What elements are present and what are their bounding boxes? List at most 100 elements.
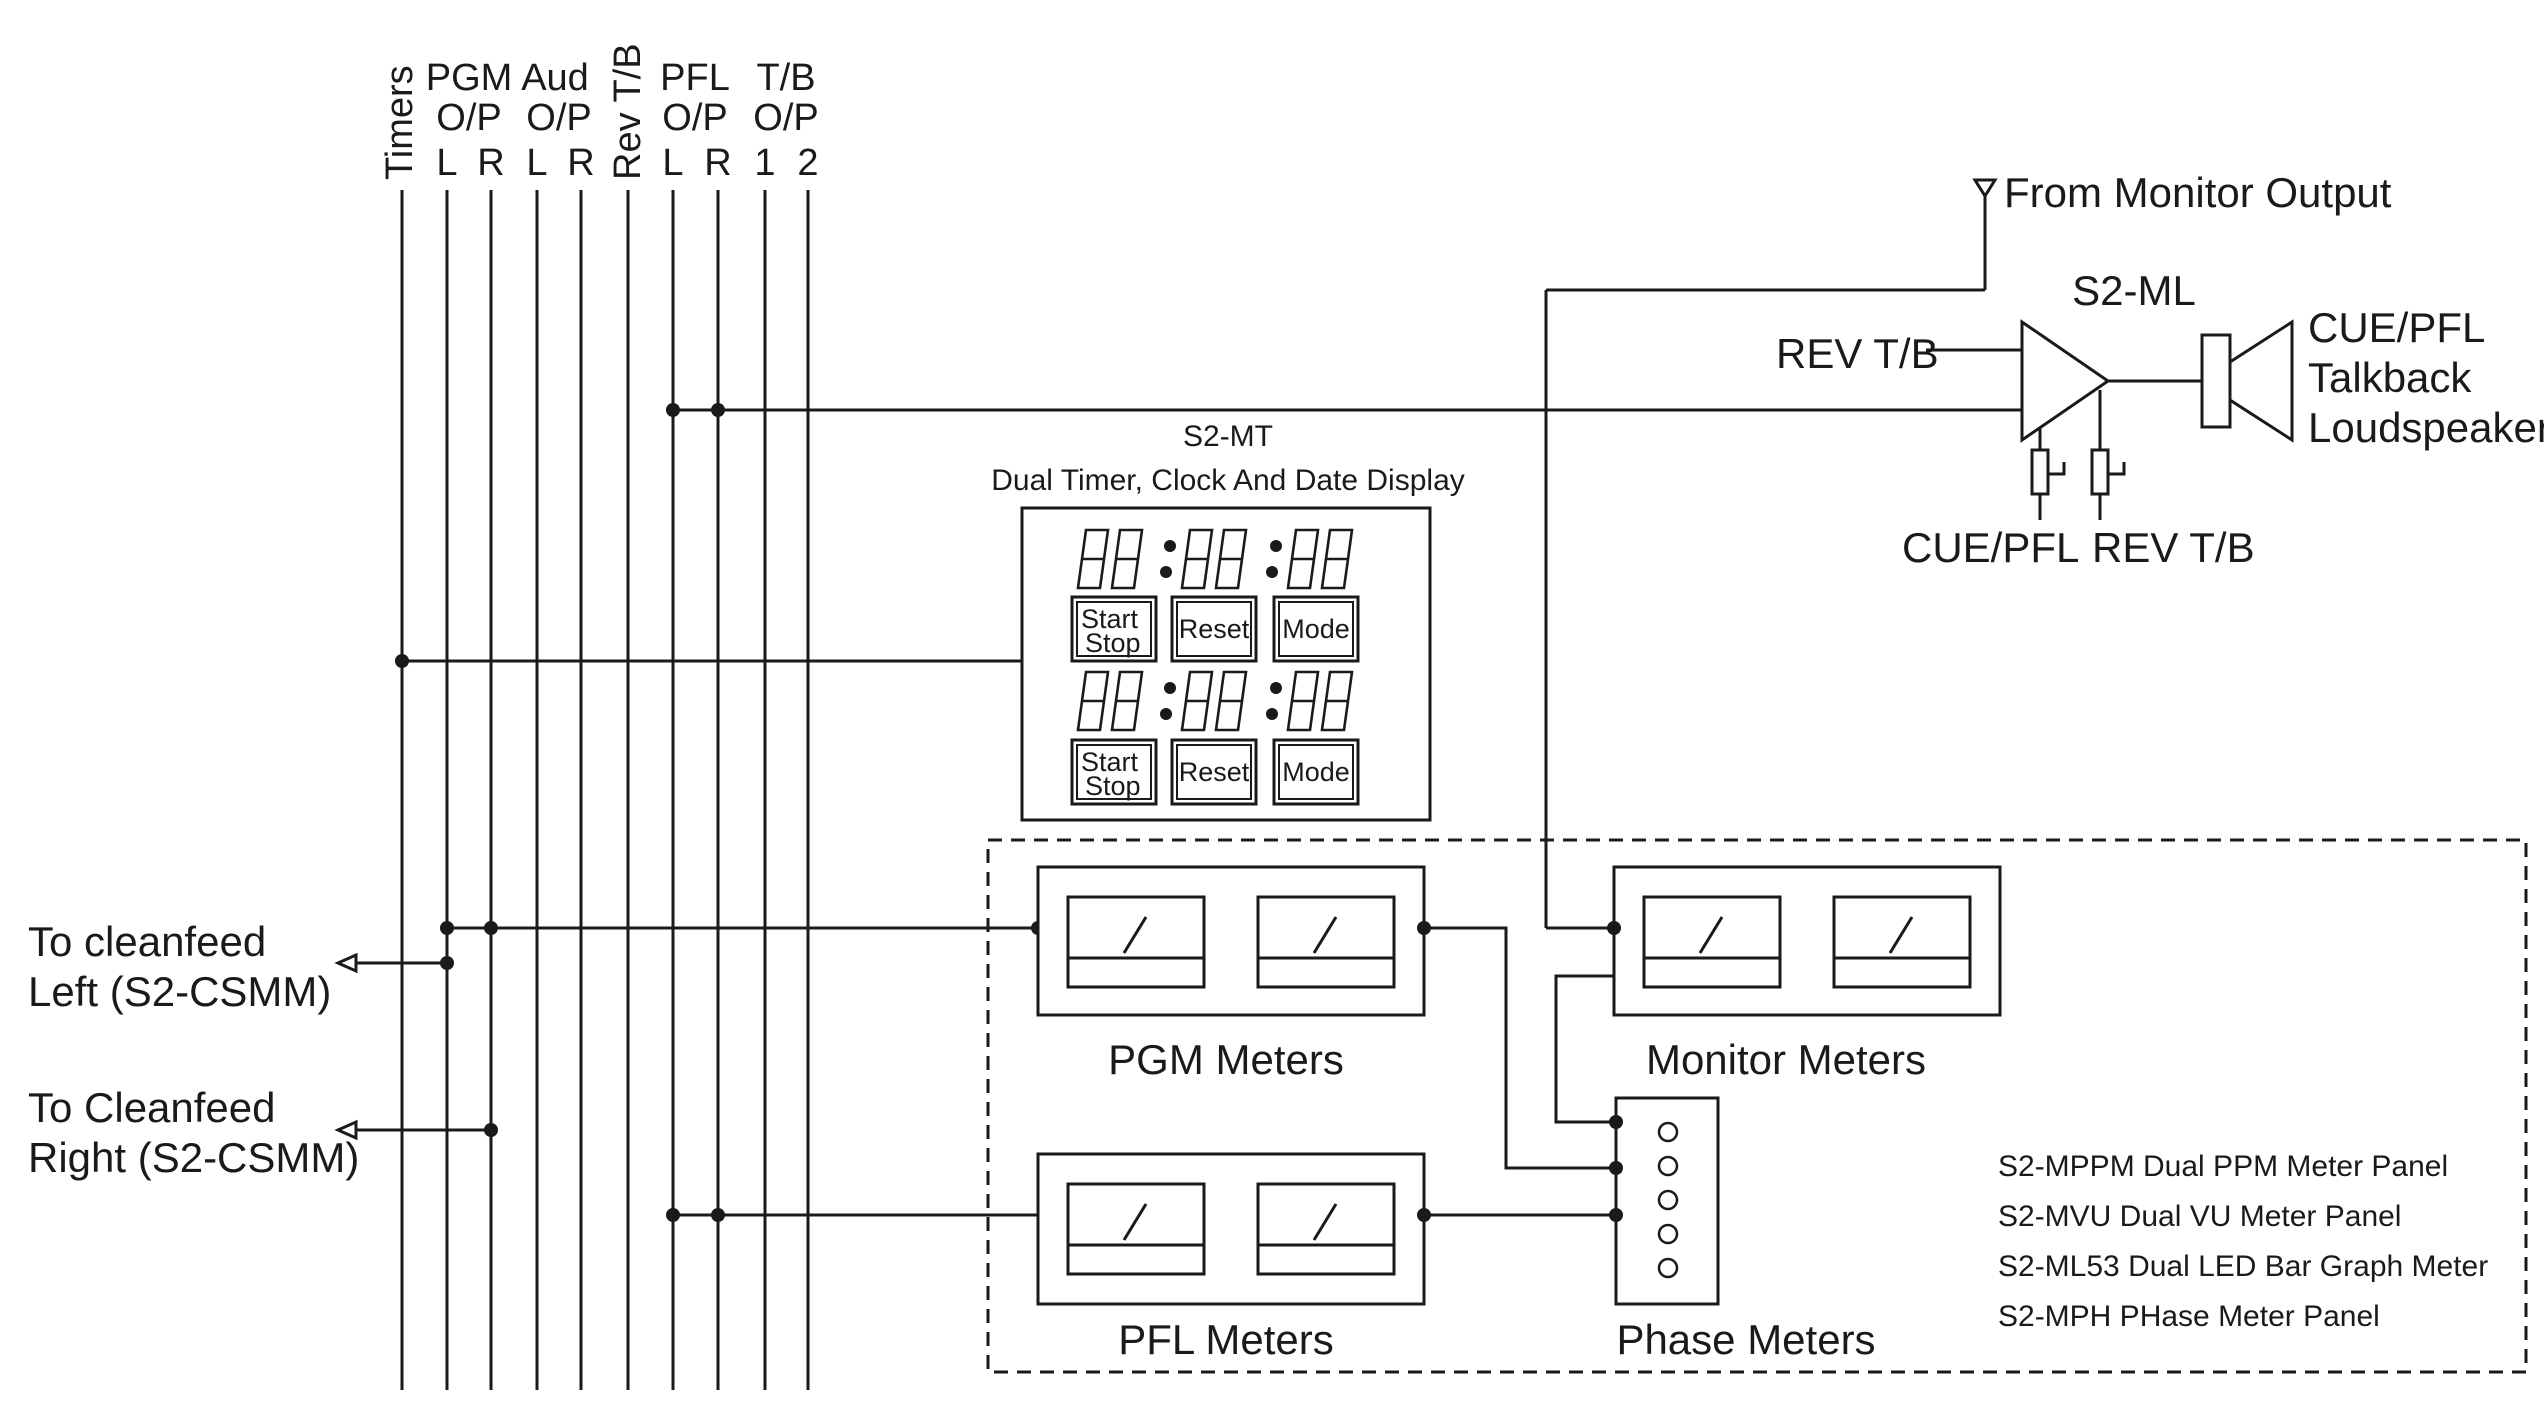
timer-display-1 (1076, 528, 1354, 590)
bus-headers: Timers PGM O/P L R Aud O/P L R Rev T/B P… (379, 43, 819, 184)
meter-face (1256, 895, 1396, 989)
start-stop-button[interactable] (1070, 738, 1158, 806)
cue-pfl-pot-icon (2030, 448, 2050, 496)
header-tb-2: 2 (797, 142, 818, 184)
meter-face (1256, 1182, 1396, 1276)
speaker-label-line2: Talkback (2308, 354, 2472, 401)
colon-dot (1160, 566, 1172, 578)
header-aud-op: O/P (526, 97, 591, 139)
header-aud: Aud (521, 57, 589, 99)
pgm-to-phase-wire (1424, 926, 1616, 1170)
phase-led-icon (1657, 1257, 1679, 1279)
digit-outline (1110, 528, 1144, 590)
header-tb-1: 1 (754, 142, 775, 184)
timer-panel: S2-MT Dual Timer, Clock And Date Display… (395, 420, 1465, 822)
digit-outline (1076, 528, 1110, 590)
digit-outline (1180, 670, 1214, 732)
reset-label: Reset (1179, 614, 1250, 644)
digit-outline (1076, 670, 1110, 732)
phase-led-icon (1657, 1121, 1679, 1143)
meters-dashed-enclosure (986, 838, 2528, 1374)
pgm-meters: PGM Meters (440, 865, 1431, 1083)
reset-label: Reset (1179, 757, 1250, 787)
junction-dot (395, 654, 409, 668)
digit-outline (1320, 670, 1354, 732)
header-pgm: PGM (426, 57, 513, 99)
digit-outline (1214, 528, 1248, 590)
button-inner-frame (1176, 601, 1252, 657)
junction-dot (484, 1123, 498, 1137)
rev-tb-input-label: REV T/B (1776, 330, 1939, 377)
cleanfeed-right-line1: To Cleanfeed (28, 1084, 276, 1131)
mode-label: Mode (1282, 757, 1350, 787)
colon-dot (1270, 540, 1282, 552)
monitor-meters-label: Monitor Meters (1646, 1036, 1926, 1083)
phase-meters-label: Phase Meters (1616, 1316, 1875, 1363)
header-timers: Timers (379, 65, 421, 180)
from-monitor-output-label: From Monitor Output (2004, 169, 2392, 216)
header-pfl-l: L (662, 142, 683, 184)
junction-dot (711, 403, 725, 417)
meter-face (1642, 895, 1782, 989)
digit-outline (1214, 670, 1248, 732)
input-connector-icon (1972, 178, 1998, 199)
legend-item: S2-MPPM Dual PPM Meter Panel (1998, 1150, 2448, 1183)
button-inner-frame (1076, 601, 1152, 657)
button-inner-frame (1076, 744, 1152, 800)
meter-face (1832, 895, 1972, 989)
cleanfeed-right-line2: Right (S2-CSMM) (28, 1134, 359, 1181)
mode-label: Mode (1282, 614, 1350, 644)
mode-button[interactable] (1272, 595, 1360, 663)
header-aud-l: L (526, 142, 547, 184)
header-pfl: PFL (660, 57, 730, 99)
phase-meters: Phase Meters (1424, 926, 1876, 1363)
junction-dot (666, 1208, 680, 1222)
junction-dot (1609, 1161, 1623, 1175)
colon-dot (1266, 566, 1278, 578)
colon-dot (1164, 682, 1176, 694)
cleanfeed-left-line1: To cleanfeed (28, 918, 266, 965)
speaker-magnet (2200, 333, 2232, 429)
meter-needle-icon (1312, 916, 1338, 954)
phase-led-icon (1657, 1189, 1679, 1211)
start-label: Start (1081, 604, 1139, 634)
meter-face (1066, 895, 1206, 989)
reset-button[interactable] (1170, 595, 1258, 663)
cleanfeed-right-arrow-icon (334, 1119, 358, 1141)
loudspeaker-chain: From Monitor Output S2-ML REV T/B CUE/PF… (1544, 169, 2544, 928)
meter-needle-icon (1698, 916, 1724, 954)
amplifier-icon (2020, 319, 2111, 443)
rev-tb-pot-icon (2090, 448, 2110, 496)
button-inner-frame (1278, 601, 1354, 657)
header-rev-tb: Rev T/B (607, 43, 649, 180)
reset-button[interactable] (1170, 738, 1258, 806)
mode-button[interactable] (1272, 738, 1360, 806)
timer-display-2 (1076, 670, 1354, 732)
cleanfeed-left-line2: Left (S2-CSMM) (28, 968, 331, 1015)
digit-outline (1110, 670, 1144, 732)
header-tb-op: O/P (753, 97, 818, 139)
meter-needle-icon (1312, 1203, 1338, 1241)
colon-dot (1270, 682, 1282, 694)
start-stop-button[interactable] (1070, 595, 1158, 663)
header-pfl-op: O/P (662, 97, 727, 139)
junction-dot (440, 956, 454, 970)
header-pgm-op: O/P (436, 97, 501, 139)
timer-row-2-buttons: Start Stop Reset Mode (1070, 738, 1360, 806)
cleanfeed-outputs: To cleanfeed Left (S2-CSMM) To Cleanfeed… (28, 918, 498, 1181)
bus-bars (400, 190, 810, 1390)
pgm-meters-label: PGM Meters (1108, 1036, 1344, 1083)
pfl-meters: PFL Meters (666, 1152, 1431, 1363)
speaker-label-line3: Loudspeaker (2308, 404, 2544, 451)
meter-legend: S2-MPPM Dual PPM Meter Panel S2-MVU Dual… (1998, 1150, 2488, 1333)
digit-outline (1320, 528, 1354, 590)
colon-dot (1266, 708, 1278, 720)
monitor-meters: Monitor Meters (1546, 865, 2002, 1083)
phase-led-icon (1657, 1223, 1679, 1245)
junction-dot (666, 403, 680, 417)
timer-row-1-buttons: Start Stop Reset Mode (1070, 595, 1360, 663)
timer-panel-subtitle: Dual Timer, Clock And Date Display (991, 464, 1465, 497)
junction-dot (1607, 921, 1621, 935)
legend-item: S2-MPH PHase Meter Panel (1998, 1300, 2380, 1333)
junction-dot (1609, 1115, 1623, 1129)
